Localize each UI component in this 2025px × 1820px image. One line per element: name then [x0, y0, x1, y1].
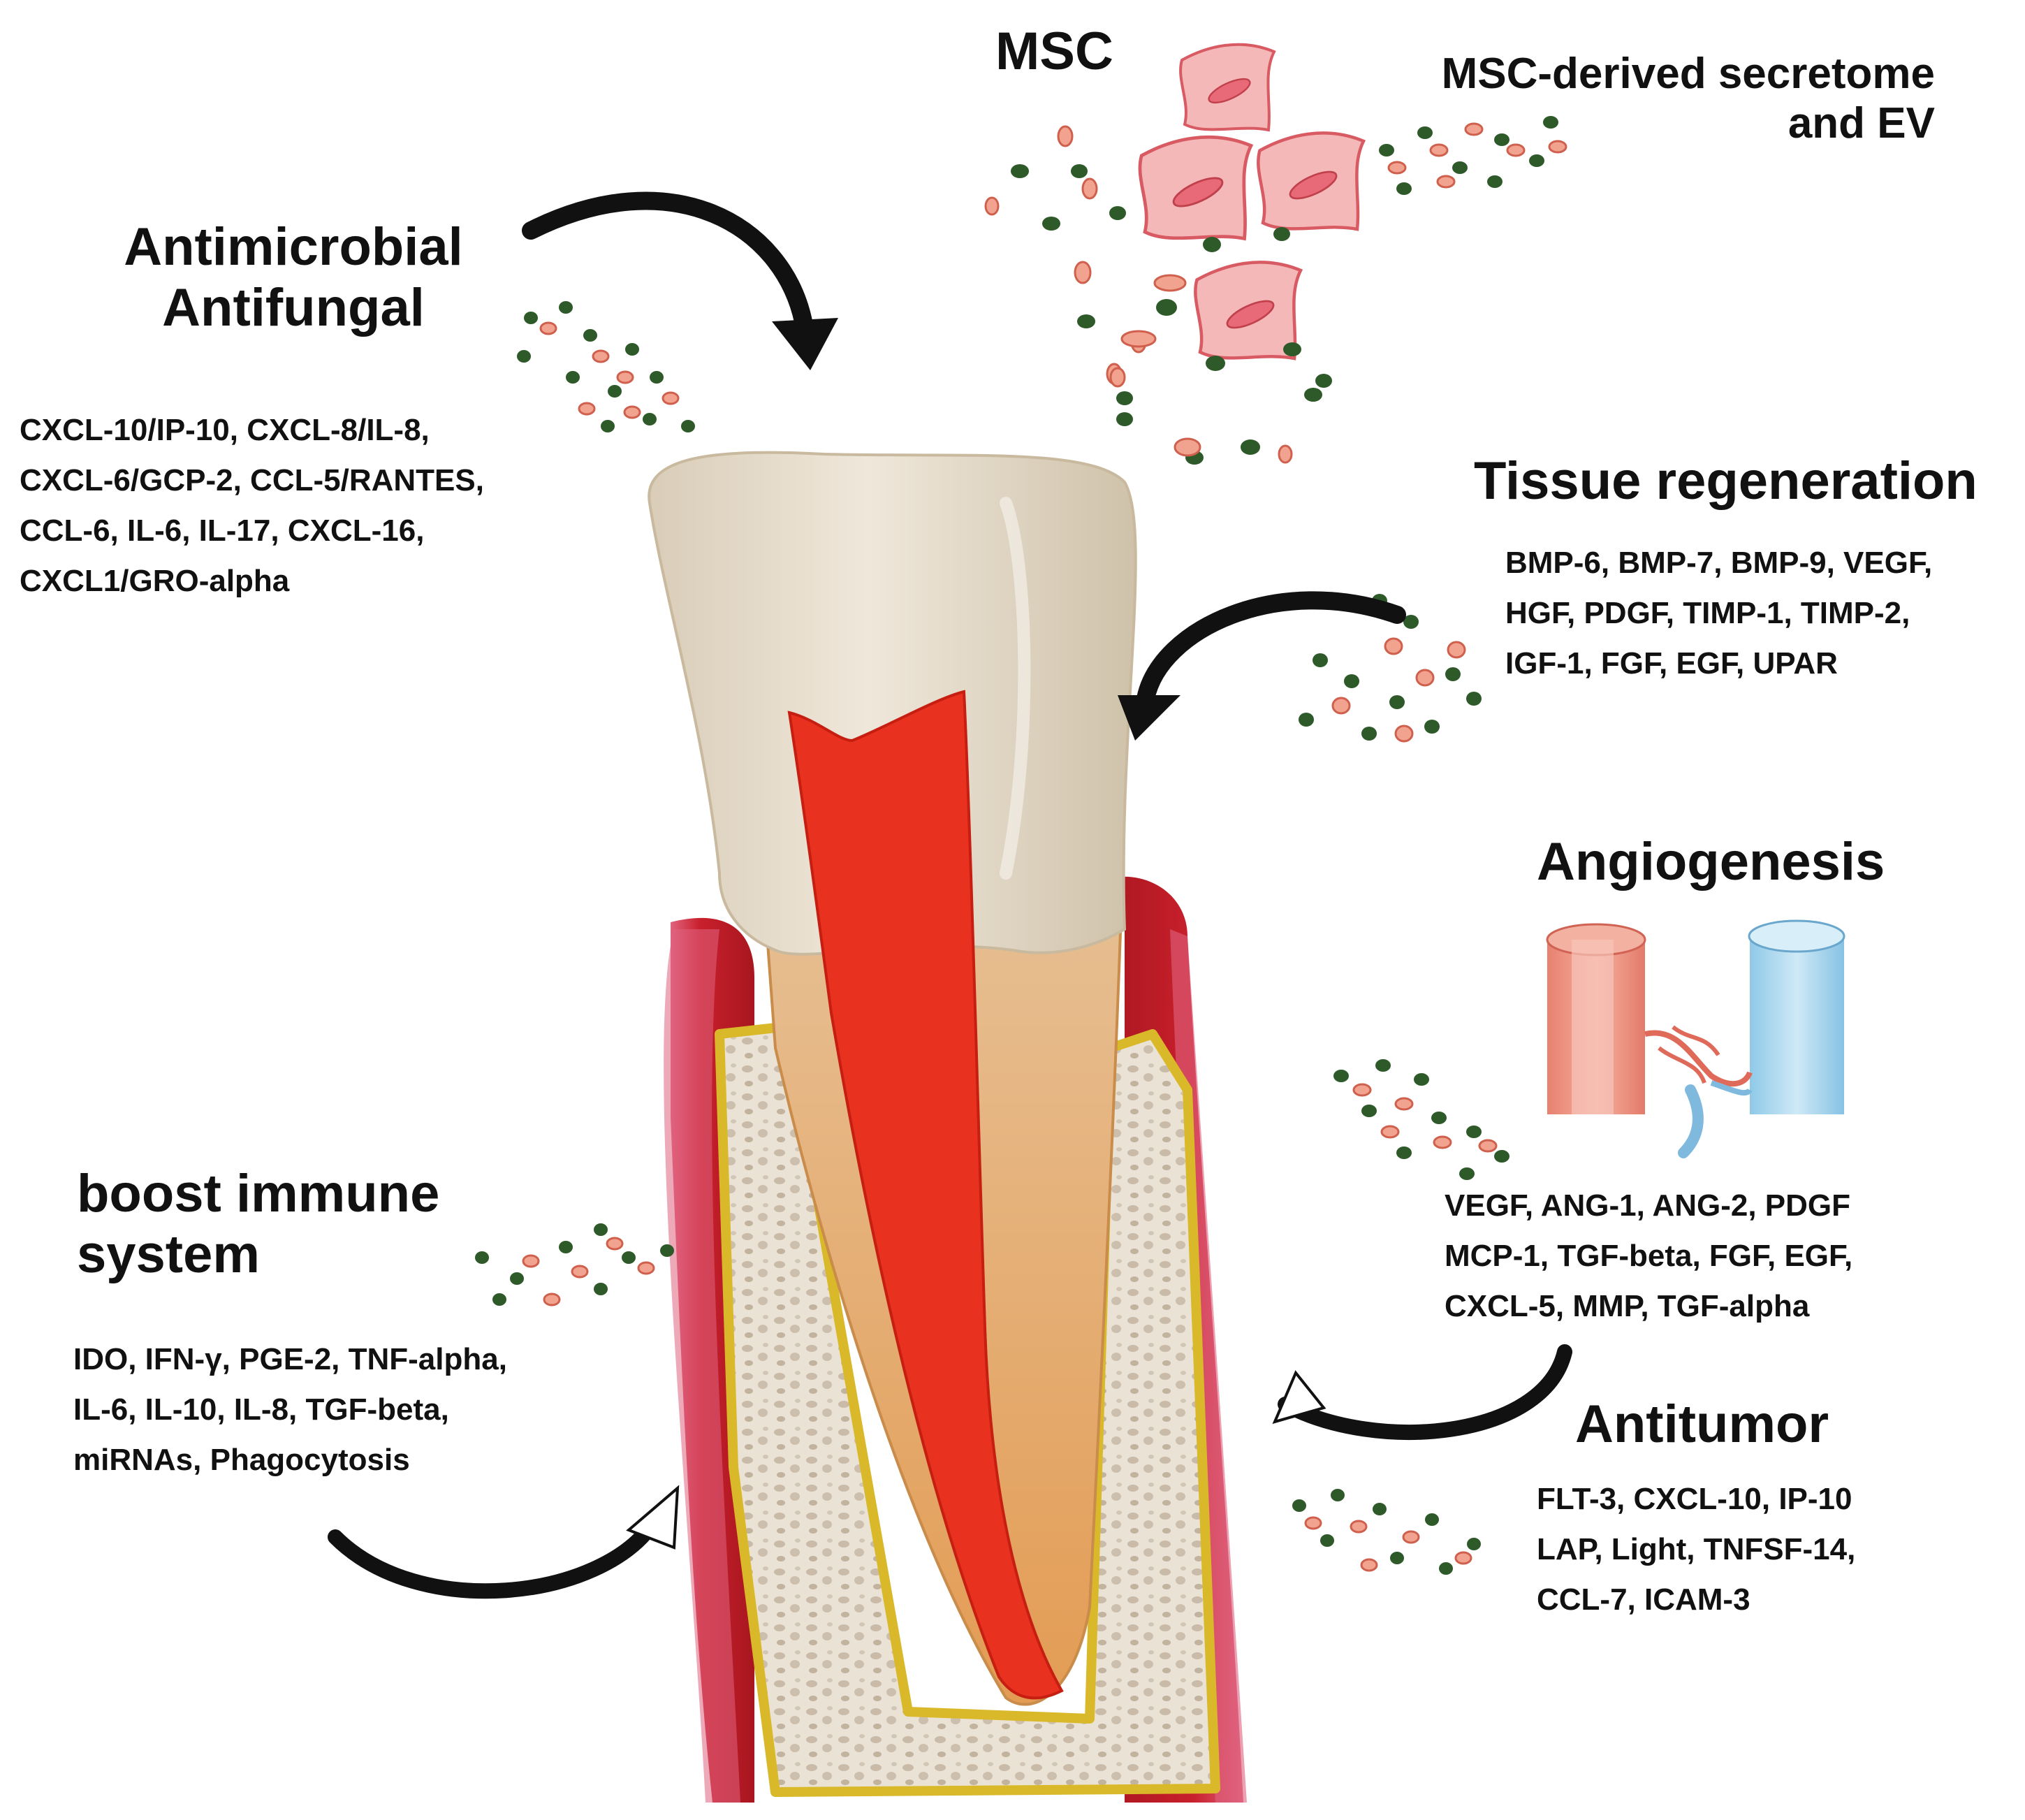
tissue-regeneration-factor-line: IGF-1, FGF, EGF, UPAR: [1505, 646, 1838, 680]
tissue-regeneration-factor-list: BMP-6, BMP-7, BMP-9, VEGF, HGF, PDGF, TI…: [1505, 538, 1932, 689]
antimicrobial-factor-line: CXCL-10/IP-10, CXCL-8/IL-8,: [20, 413, 430, 447]
antitumor-factor-line: LAP, Light, TNFSF-14,: [1537, 1532, 1856, 1566]
immune-title: boost immune system: [77, 1163, 439, 1286]
angiogenesis-factor-line: MCP-1, TGF-beta, FGF, EGF,: [1445, 1239, 1853, 1273]
angiogenesis-factor-list: VEGF, ANG-1, ANG-2, PDGF MCP-1, TGF-beta…: [1445, 1181, 1852, 1332]
blood-vessel-icon: [1546, 919, 1845, 1158]
antimicrobial-title-line2: Antifungal: [162, 278, 425, 338]
antimicrobial-title-line1: Antimicrobial: [124, 217, 463, 277]
tissue-regeneration-title: Tissue regeneration: [1474, 451, 1978, 511]
tissue-regeneration-factor-line: HGF, PDGF, TIMP-1, TIMP-2,: [1505, 596, 1910, 630]
antimicrobial-factor-line: CXCL-6/GCP-2, CCL-5/RANTES,: [20, 463, 484, 497]
antitumor-factor-line: CCL-7, ICAM-3: [1537, 1582, 1750, 1617]
immune-factor-line: IDO, IFN-γ, PGE-2, TNF-alpha,: [73, 1342, 507, 1376]
immune-factor-line: IL-6, IL-10, IL-8, TGF-beta,: [73, 1392, 449, 1427]
angiogenesis-factor-line: VEGF, ANG-1, ANG-2, PDGF: [1445, 1188, 1851, 1223]
immune-title-line2: system: [77, 1225, 260, 1285]
immune-title-line1: boost immune: [77, 1164, 440, 1223]
immune-factor-line: miRNAs, Phagocytosis: [73, 1443, 410, 1477]
secretome-label: MSC-derived secretome and EV: [1418, 49, 1935, 149]
immune-factor-list: IDO, IFN-γ, PGE-2, TNF-alpha, IL-6, IL-1…: [73, 1334, 507, 1485]
antimicrobial-title: Antimicrobial Antifungal: [105, 217, 482, 339]
secretome-line1: MSC-derived secretome: [1441, 50, 1935, 98]
antimicrobial-factor-list: CXCL-10/IP-10, CXCL-8/IL-8, CXCL-6/GCP-2…: [20, 405, 484, 606]
msc-label: MSC: [995, 22, 1113, 81]
tooth-icon: [648, 451, 1137, 1706]
antitumor-title: Antitumor: [1575, 1395, 1829, 1454]
antitumor-factor-list: FLT-3, CXCL-10, IP-10 LAP, Light, TNFSF-…: [1537, 1474, 1855, 1625]
antimicrobial-factor-line: CCL-6, IL-6, IL-17, CXCL-16,: [20, 514, 425, 548]
vesicle-cluster-icon: [475, 116, 1567, 1575]
angiogenesis-title: Angiogenesis: [1537, 832, 1885, 891]
angiogenesis-factor-line: CXCL-5, MMP, TGF-alpha: [1445, 1289, 1810, 1323]
tissue-regeneration-factor-line: BMP-6, BMP-7, BMP-9, VEGF,: [1505, 546, 1933, 580]
curved-arrow-icon: [328, 191, 1572, 1599]
secretome-line2: and EV: [1788, 99, 1935, 148]
antitumor-factor-line: FLT-3, CXCL-10, IP-10: [1537, 1482, 1852, 1516]
antimicrobial-factor-line: CXCL1/GRO-alpha: [20, 564, 290, 598]
